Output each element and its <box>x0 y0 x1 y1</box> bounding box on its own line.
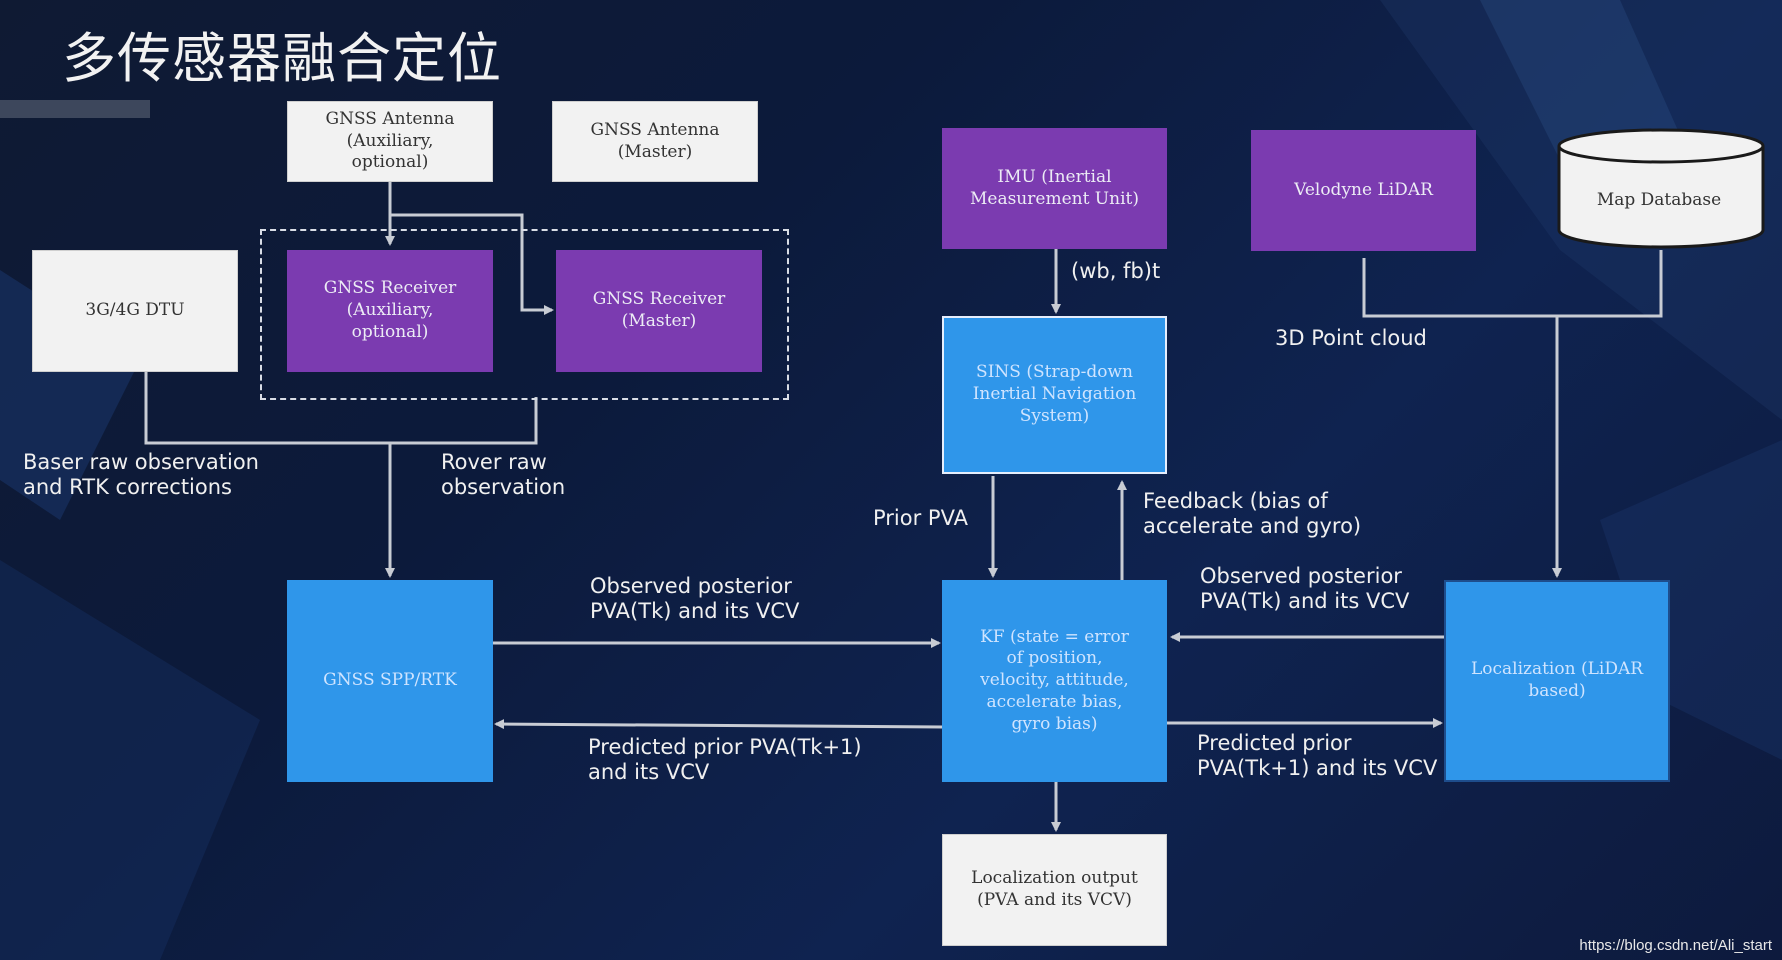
gnss-receiver-master-box: GNSS Receiver (Master) <box>556 250 762 372</box>
kf-box: KF (state = error of position, velocity,… <box>942 580 1167 782</box>
prior-pva-label: Prior PVA <box>873 506 968 530</box>
gnss-spp-rtk-box: GNSS SPP/RTK <box>287 580 493 782</box>
gnss-receiver-group <box>260 229 789 400</box>
imu-box: IMU (Inertial Measurement Unit) <box>942 128 1167 249</box>
feedback-label: Feedback (bias of accelerate and gyro) <box>1143 489 1362 539</box>
predicted-prior-left-label: Predicted prior PVA(Tk+1) and its VCV <box>588 735 862 785</box>
dtu-box: 3G/4G DTU <box>32 250 238 372</box>
link-kf-to-spp <box>494 719 944 730</box>
watermark: https://blog.csdn.net/Ali_start <box>1579 937 1772 954</box>
observed-posterior-right-label: Observed posterior PVA(Tk) and its VCV <box>1200 564 1410 614</box>
gnss-antenna-master-box: GNSS Antenna (Master) <box>552 101 758 182</box>
link-dtu-to-merge <box>144 372 538 445</box>
velodyne-lidar-box: Velodyne LiDAR <box>1251 130 1476 251</box>
observed-posterior-left-label: Observed posterior PVA(Tk) and its VCV <box>590 574 800 624</box>
gnss-antenna-aux-box: GNSS Antenna (Auxiliary, optional) <box>287 101 493 182</box>
imu-output-label: (wb, fb)t <box>1071 259 1161 283</box>
link-antenna-aux-to-receiver-master <box>390 213 554 315</box>
gnss-receiver-aux-box: GNSS Receiver (Auxiliary, optional) <box>287 250 493 372</box>
point-cloud-label: 3D Point cloud <box>1275 326 1427 350</box>
link-lidar-map-merge <box>1362 250 1663 318</box>
predicted-prior-right-label: Predicted prior PVA(Tk+1) and its VCV <box>1197 731 1438 781</box>
rover-raw-label: Rover raw observation <box>441 450 566 500</box>
map-database-cylinder <box>1557 128 1765 249</box>
localization-lidar-box: Localization (LiDAR based) <box>1444 580 1670 782</box>
page-title: 多传感器融合定位 <box>62 27 502 90</box>
localization-output-box: Localization output (PVA and its VCV) <box>942 834 1167 946</box>
base-raw-label: Baser raw observation and RTK correction… <box>23 450 259 500</box>
sins-box: SINS (Strap-down Inertial Navigation Sys… <box>942 316 1167 474</box>
map-database-label: Map Database <box>1596 190 1722 210</box>
